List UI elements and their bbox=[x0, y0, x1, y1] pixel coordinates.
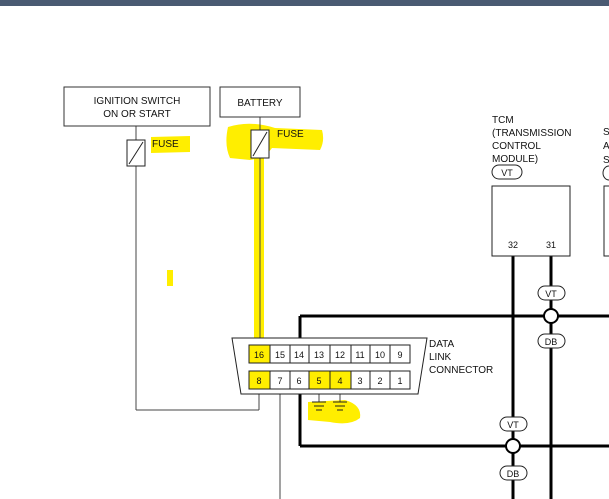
tcm-line1: TCM bbox=[492, 115, 514, 126]
fuse-battery: FUSE bbox=[250, 129, 304, 159]
dlc-pin-4: 4 bbox=[337, 376, 342, 386]
dlc-pin-10: 10 bbox=[375, 350, 385, 360]
tcm-pin-31: 31 bbox=[546, 240, 556, 250]
dlc-pin-9: 9 bbox=[397, 350, 402, 360]
thin-wires bbox=[135, 117, 341, 499]
tcm-line2: (TRANSMISSION bbox=[492, 128, 571, 139]
dlc-pin-12: 12 bbox=[335, 350, 345, 360]
dlc-pin-6: 6 bbox=[296, 376, 301, 386]
tcm-connector-color: VT bbox=[501, 168, 513, 178]
wire-label-lower-vt: VT bbox=[507, 420, 519, 430]
battery: BATTERY bbox=[219, 86, 301, 118]
dlc-pin-7: 7 bbox=[277, 376, 282, 386]
tcm-line3: CONTROL bbox=[492, 141, 541, 152]
fuse-battery-label: FUSE bbox=[277, 129, 304, 140]
dlc-pin-cells bbox=[248, 344, 411, 390]
ignition-switch: IGNITION SWITCH ON OR START bbox=[63, 86, 211, 127]
dlc-pin-14: 14 bbox=[294, 350, 304, 360]
ignition-switch-line1: IGNITION SWITCH bbox=[94, 96, 181, 107]
dlc-label-line2: LINK bbox=[429, 352, 452, 363]
wire-label-lower-db: DB bbox=[507, 469, 520, 479]
fuse-ignition: FUSE bbox=[126, 139, 179, 167]
dlc-label-line1: DATA bbox=[429, 339, 455, 350]
wire-label-upper-db: DB bbox=[545, 337, 558, 347]
ignition-switch-line2: ON OR START bbox=[103, 109, 170, 120]
right-module-partial: S A S bbox=[602, 127, 609, 257]
tcm: TCM (TRANSMISSION CONTROL MODULE) VT 32 … bbox=[491, 115, 571, 257]
header-bar bbox=[0, 0, 609, 6]
battery-label: BATTERY bbox=[237, 98, 283, 109]
wire-label-upper-vt: VT bbox=[545, 289, 557, 299]
dlc-pin-13: 13 bbox=[314, 350, 324, 360]
dlc-label-line3: CONNECTOR bbox=[429, 365, 493, 376]
dlc-pin-1: 1 bbox=[397, 376, 402, 386]
dlc-pin-15: 15 bbox=[275, 350, 285, 360]
dlc-pin-16: 16 bbox=[254, 350, 264, 360]
dlc-pin-2: 2 bbox=[377, 376, 382, 386]
tcm-pin-32: 32 bbox=[508, 240, 518, 250]
wire-color-labels: VT DB VT DB bbox=[499, 285, 566, 481]
data-link-connector: 16 15 14 13 12 11 10 9 8 7 6 5 4 3 2 1 D… bbox=[231, 337, 493, 395]
dlc-pin-11: 11 bbox=[355, 350, 364, 360]
fuse-ignition-label: FUSE bbox=[152, 139, 179, 150]
right-module-line1: S bbox=[603, 127, 609, 138]
right-module-line3: S bbox=[603, 155, 609, 166]
dlc-pin-5: 5 bbox=[316, 376, 321, 386]
dlc-pin-3: 3 bbox=[357, 376, 362, 386]
tcm-line4: MODULE) bbox=[492, 154, 538, 165]
right-module-line2: A bbox=[603, 141, 609, 152]
ground-symbols bbox=[312, 401, 347, 411]
dlc-pin-8: 8 bbox=[256, 376, 261, 386]
